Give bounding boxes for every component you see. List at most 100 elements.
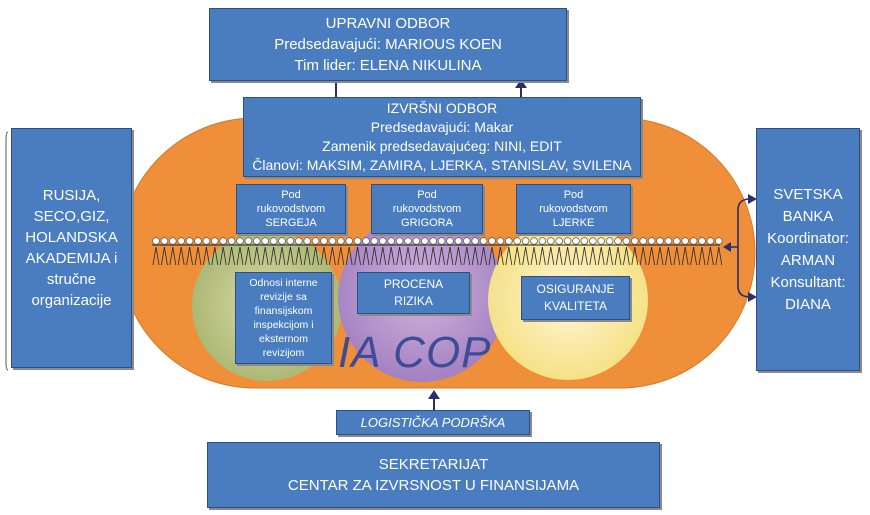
membrane-tail — [203, 246, 210, 266]
membrane-tail — [421, 246, 429, 266]
left-partners-box: RUSIJA, SECO,GIZ, HOLANDSKA AKADEMIJA i … — [11, 128, 132, 368]
membrane-bead — [261, 237, 269, 245]
membrane-bead — [664, 237, 673, 245]
membrane-tail — [211, 246, 219, 266]
membrane-tail — [312, 246, 319, 266]
membrane-bead — [639, 237, 647, 245]
membrane-bead — [505, 237, 513, 245]
membrane-bead — [387, 237, 395, 245]
audit-topic-box: Odnosi interne revizije sa finansijskom … — [235, 272, 332, 364]
left-partner-line: organizacije — [31, 292, 112, 309]
membrane-bead — [580, 237, 589, 245]
membrane-bead — [379, 237, 387, 245]
membrane-bead — [673, 237, 681, 245]
membrane-tail — [161, 246, 168, 266]
secretariat-box: SEKRETARIJAT CENTAR ZA IZVRSNOST U FINAN… — [207, 442, 660, 508]
right-partner-line: Koordinator: — [767, 229, 849, 247]
logistics-arrow-head — [428, 390, 440, 399]
executive-box: IZVRŠNI ODBOR Predsedavajući: Makar Zame… — [243, 97, 641, 177]
membrane-bead — [227, 237, 236, 245]
membrane-tail — [530, 246, 538, 266]
membrane-bead — [513, 237, 521, 245]
right-partner-line: BANKA — [782, 207, 834, 225]
right-partners-box: SVETSKA BANKA Koordinator: ARMAN Konsult… — [756, 128, 860, 371]
membrane-tail — [287, 246, 294, 266]
membrane-tail — [690, 246, 697, 266]
membrane-bead — [706, 237, 715, 245]
right-partner-line: DIANA — [785, 295, 831, 313]
membrane-tail — [194, 246, 202, 266]
membrane-bead — [295, 237, 303, 245]
membrane-bead — [479, 237, 488, 245]
membrane-bead — [437, 237, 446, 245]
audit-topic-line: Odnosi interne — [249, 277, 318, 289]
membrane-tail — [169, 246, 177, 266]
membrane-bead — [303, 237, 311, 245]
membrane-tail — [488, 246, 496, 266]
membrane-bead — [362, 237, 370, 245]
executive-deputy: Zamenik predsedavajućeg: NINI, EDIT — [322, 138, 562, 154]
membrane-bead — [202, 237, 211, 245]
membrane-tail — [547, 246, 555, 266]
secretariat-title: SEKRETARIJAT — [378, 456, 489, 473]
membrane-tail — [354, 246, 361, 266]
membrane-tail — [404, 246, 412, 266]
left-partner-line: HOLANDSKA — [25, 229, 118, 246]
membrane-bead — [471, 237, 479, 245]
membrane-tail — [665, 246, 672, 266]
membrane-tail — [228, 246, 235, 266]
membrane-tail — [345, 246, 353, 266]
membrane-bead — [404, 237, 412, 245]
membrane-tail — [152, 246, 160, 266]
membrane-bead — [152, 237, 160, 245]
membrane-bead — [647, 237, 656, 245]
membrane-bead — [488, 237, 496, 245]
membrane-tail — [555, 246, 563, 266]
membrane-tail — [471, 246, 479, 266]
membrane-bead — [421, 237, 429, 245]
membrane-tail — [505, 246, 513, 266]
right-bracket-arrow-bottom — [748, 292, 757, 302]
membrane-tail — [387, 246, 395, 266]
membrane-bead — [496, 237, 505, 245]
right-partner-line: Konsultant: — [770, 273, 846, 291]
membrane-bead — [370, 237, 379, 245]
membrane-bead — [622, 237, 631, 245]
membrane-bead — [715, 237, 723, 245]
membrane-tail — [177, 246, 185, 266]
right-bracket-arrow-left — [723, 242, 731, 252]
membrane-tail — [303, 246, 311, 266]
board-title: UPRAVNI ODBOR — [325, 15, 451, 32]
membrane-bead — [572, 237, 580, 245]
board-box: UPRAVNI ODBOR Predsedavajući: MARIOUS KO… — [209, 8, 567, 81]
leader-box-sergej: Pod rukovodstvom SERGEJA — [236, 184, 346, 234]
membrane-tail — [429, 246, 437, 266]
left-partner-line: RUSIJA, — [42, 187, 101, 204]
audit-topic-line: inspekcijom i — [253, 319, 314, 331]
membrane-bead — [194, 237, 202, 245]
membrane-bead — [555, 237, 563, 245]
membrane-tail — [656, 246, 664, 266]
leader-box-grigor: Pod rukovodstvom GRIGORA — [371, 184, 483, 234]
membrane-tail — [337, 246, 345, 266]
membrane-bead — [454, 237, 463, 245]
membrane-bead — [320, 237, 328, 245]
membrane-tail — [480, 246, 487, 266]
board-lead: Tim lider: ELENA NIKULINA — [294, 57, 482, 74]
risk-topic-line: PROCENA — [383, 277, 444, 291]
membrane-tail — [631, 246, 639, 266]
membrane-tail — [522, 246, 529, 266]
membrane-bead — [446, 237, 454, 245]
membrane-tail — [245, 246, 252, 266]
membrane-tail — [371, 246, 378, 266]
leader-line: Pod — [417, 189, 437, 201]
leader-name: LJERKE — [552, 217, 595, 229]
secretariat-subtitle: CENTAR ZA IZVRSNOST U FINANSIJAMA — [287, 477, 580, 494]
membrane-bead — [589, 237, 597, 245]
membrane-bead — [463, 237, 471, 245]
membrane-tail — [455, 246, 462, 266]
membrane-bead — [605, 237, 614, 245]
left-bracket — [5, 131, 9, 371]
membrane-tail — [261, 246, 269, 266]
membrane-tail — [581, 246, 588, 266]
